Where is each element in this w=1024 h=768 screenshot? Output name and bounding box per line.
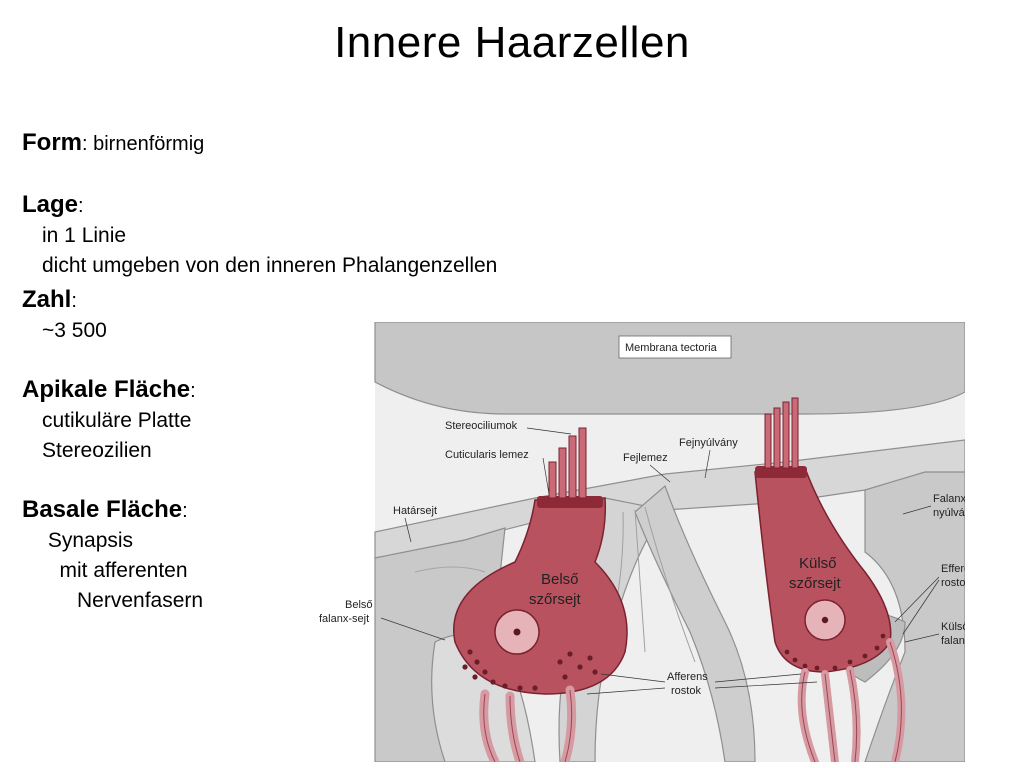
slide-title: Innere Haarzellen — [334, 18, 690, 67]
outer-synaptic-vesicles — [784, 633, 886, 671]
inner-stereocilia — [548, 427, 587, 499]
label-kulso-falanx-1: Külső — [941, 621, 965, 633]
label-hatarsejt: Határsejt — [393, 505, 437, 517]
lage-heading: Lage — [22, 191, 79, 218]
apikal-line: cutikuläre Platte — [42, 409, 192, 432]
label-cuticularis-lemez: Cuticularis lemez — [445, 449, 529, 461]
label-efferens-rostok-1: Efferens — [941, 563, 965, 575]
apikal-heading: Apikale Fläche — [22, 376, 191, 403]
hair-cell-illustration: Membrana tectoria Stereociliumok Cuticul… — [305, 322, 965, 762]
label-kulso-szorsejt-2: szőrsejt — [789, 575, 842, 592]
inner-cuticular-plate — [537, 496, 603, 508]
zahl-heading: Zahl — [22, 286, 72, 313]
label-afferens-rostok-1: Afferens — [667, 671, 708, 683]
zahl-colon: : — [71, 290, 77, 312]
zahl-line: ~3 500 — [42, 319, 107, 342]
label-falanx-nyulvany-1: Falanx- — [933, 493, 965, 505]
label-membrana-tectoria: Membrana tectoria — [625, 342, 718, 354]
label-efferens-rostok-2: rostok — [941, 577, 965, 589]
outer-stereocilia — [764, 397, 799, 469]
label-kulso-falanx-2: falanx-sejt — [941, 635, 965, 647]
basal-line: Nervenfasern — [42, 589, 204, 612]
outer-cuticular-plate — [755, 466, 807, 478]
outer-pillar-cell — [634, 484, 756, 762]
lage-row: Lage: — [22, 190, 642, 221]
basal-line: Synapsis — [42, 529, 134, 552]
tectorial-membrane — [374, 322, 965, 415]
lage-colon: : — [78, 195, 84, 217]
label-falanx-nyulvany-2: nyúlvány — [933, 507, 965, 519]
form-colon: : — [82, 133, 88, 155]
label-fejnyulvany: Fejnyúlvány — [679, 437, 738, 449]
label-belso-falanx-2: falanx-sejt — [319, 613, 369, 625]
form-row: Form: birnenförmig — [22, 128, 642, 159]
form-heading: Form — [22, 129, 82, 156]
apikal-line: Stereozilien — [42, 439, 152, 462]
lage-line: in 1 Linie — [42, 224, 127, 247]
zahl-row: Zahl: — [22, 285, 642, 316]
basal-line: mit afferenten — [42, 559, 188, 582]
basal-colon: : — [182, 500, 188, 522]
apikal-colon: : — [190, 380, 196, 402]
basal-row: Basale Fläche: — [22, 495, 642, 526]
label-belso-szorsejt-2: szőrsejt — [529, 591, 582, 608]
label-kulso-szorsejt-1: Külső — [799, 555, 837, 572]
membrana-tectoria-box — [618, 335, 732, 359]
label-belso-falanx-1: Belső — [345, 599, 373, 611]
form-value: birnenförmig — [87, 133, 205, 155]
inner-hair-cell — [453, 497, 628, 695]
label-belso-szorsejt-1: Belső — [541, 571, 579, 588]
content-text: Form: birnenförmig Lage: in 1 Linie dich… — [22, 128, 642, 616]
outer-supporting-cells — [864, 471, 965, 762]
label-afferens-rostok-2: rostok — [671, 685, 701, 697]
basal-heading: Basale Fläche — [22, 496, 183, 523]
label-fejlemez: Fejlemez — [623, 452, 668, 464]
outer-hair-cell — [754, 467, 892, 673]
apikal-row: Apikale Fläche: — [22, 375, 642, 406]
lage-line: dicht umgeben von den inneren Phalangenz… — [42, 254, 498, 277]
inner-synaptic-vesicles — [462, 649, 598, 691]
label-stereociliumok: Stereociliumok — [445, 420, 518, 432]
